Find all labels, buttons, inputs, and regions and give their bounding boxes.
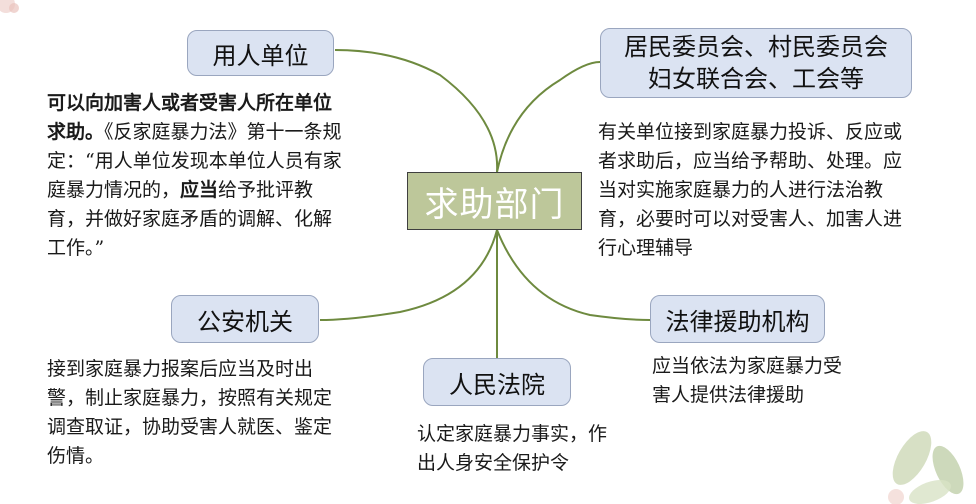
legal-aid-title: 法律援助机构 bbox=[665, 307, 810, 336]
employer-desc-bold-2: 应当 bbox=[180, 179, 219, 201]
police-desc-text: 接到家庭暴力报案后应当及时出警，制止家庭暴力，按照有关规定调查取证，协助受害人就… bbox=[47, 358, 333, 467]
committees-desc-text: 有关单位接到家庭暴力投诉、反应或者求助后，应当给予帮助、处理。应当对实施家庭暴力… bbox=[598, 121, 903, 259]
employer-title: 用人单位 bbox=[212, 41, 309, 70]
node-committees: 居民委员会、村民委员会 妇女联合会、工会等 bbox=[600, 28, 912, 98]
court-title: 人民法院 bbox=[449, 370, 545, 399]
employer-desc-text-1: 《反家庭暴力法》第十一条规定：“用人单位发现本单位人员有家庭暴力情况的， bbox=[47, 121, 342, 201]
leaf-decoration-icon bbox=[888, 431, 964, 504]
employer-desc-text-2: 给予批评教育，并做好家庭矛盾的调解、化解工作。” bbox=[47, 179, 333, 259]
legal-aid-desc-text: 应当依法为家庭暴力受害人提供法律援助 bbox=[652, 355, 843, 406]
node-legal-aid: 法律援助机构 bbox=[650, 295, 825, 343]
center-label: 求助部门 bbox=[424, 184, 565, 225]
flower-decoration-icon bbox=[0, 0, 19, 13]
connector-legal-aid bbox=[496, 229, 651, 321]
node-court: 人民法院 bbox=[423, 358, 571, 406]
connector-employer bbox=[334, 49, 499, 173]
police-title: 公安机关 bbox=[197, 307, 293, 336]
court-description: 认定家庭暴力事实，作出人身安全保护令 bbox=[417, 420, 617, 478]
court-desc-text: 认定家庭暴力事实，作出人身安全保护令 bbox=[417, 423, 608, 474]
police-description: 接到家庭暴力报案后应当及时出警，制止家庭暴力，按照有关规定调查取证，协助受害人就… bbox=[47, 355, 345, 471]
node-employer: 用人单位 bbox=[187, 30, 334, 76]
committees-title-line-2: 妇女联合会、工会等 bbox=[648, 65, 864, 93]
legal-aid-description: 应当依法为家庭暴力受害人提供法律援助 bbox=[652, 352, 852, 410]
committees-title-line-1: 居民委员会、村民委员会 bbox=[624, 33, 888, 61]
connector-committees bbox=[496, 61, 601, 173]
connector-police bbox=[319, 229, 498, 321]
center-node-help-departments: 求助部门 bbox=[407, 172, 582, 230]
committees-description: 有关单位接到家庭暴力投诉、反应或者求助后，应当给予帮助、处理。应当对实施家庭暴力… bbox=[598, 118, 920, 263]
employer-desc-bold-1: 可以向加害人或者受害人所在单位求助。 bbox=[47, 92, 333, 143]
employer-description: 可以向加害人或者受害人所在单位求助。《反家庭暴力法》第十一条规定：“用人单位发现… bbox=[47, 89, 345, 263]
node-police: 公安机关 bbox=[171, 295, 319, 343]
